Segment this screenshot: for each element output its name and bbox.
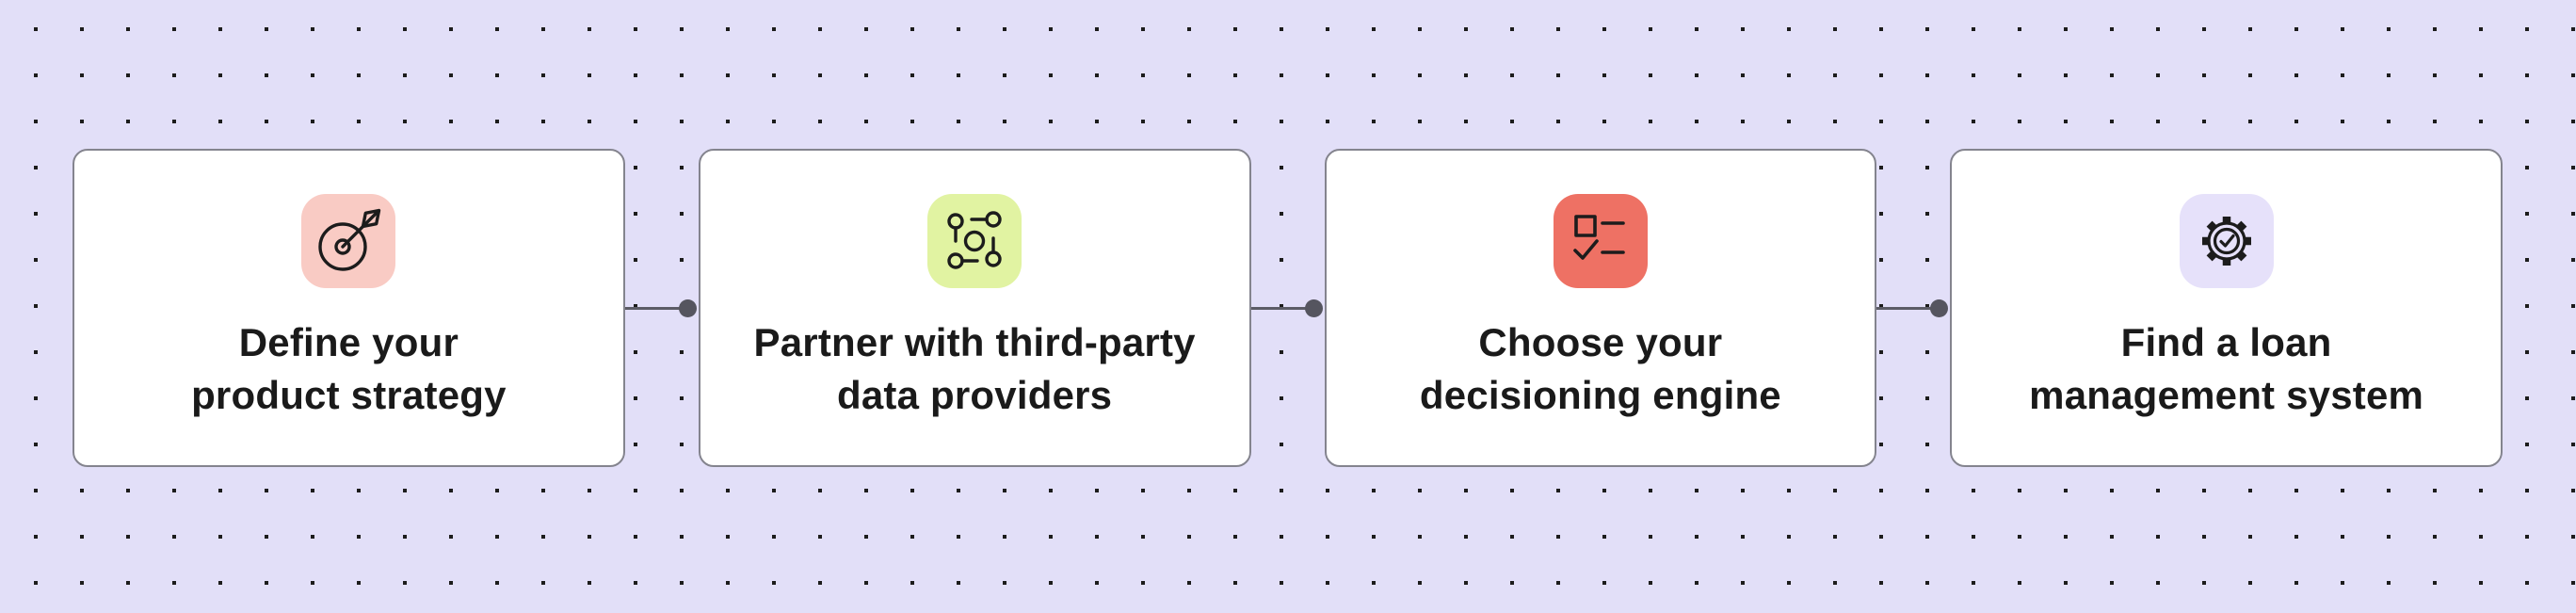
step-title-line: data providers xyxy=(837,373,1113,417)
step-title-line: Find a loan xyxy=(2120,320,2332,364)
step-card-product-strategy[interactable]: Define your product strategy xyxy=(72,149,625,467)
icon-tile xyxy=(2179,194,2274,288)
steps-row: Define your product strategy xyxy=(72,149,2503,467)
connector xyxy=(1250,296,1325,320)
step-card-data-providers[interactable]: Partner with third-party data providers xyxy=(698,149,1251,467)
connector-dot xyxy=(1304,298,1323,317)
step-title: Partner with third-party data providers xyxy=(754,316,1196,422)
checklist-icon xyxy=(1573,215,1625,260)
icon-tile xyxy=(301,194,396,288)
step-title-line: product strategy xyxy=(191,373,507,417)
step-title-line: Partner with third-party xyxy=(753,320,1196,364)
icon-tile xyxy=(1553,194,1648,288)
connector xyxy=(624,296,699,320)
step-title: Choose your decisioning engine xyxy=(1420,316,1781,422)
connector-line xyxy=(1876,306,1942,310)
connector-line xyxy=(1250,306,1316,310)
network-nodes-icon xyxy=(947,211,1002,269)
step-title-line: Define your xyxy=(238,320,459,364)
step-title-line: decisioning engine xyxy=(1419,373,1781,417)
connector-line xyxy=(624,306,690,310)
step-card-loan-management[interactable]: Find a loan management system xyxy=(1950,149,2503,467)
connector xyxy=(1876,296,1950,320)
step-title: Find a loan management system xyxy=(2029,316,2423,422)
target-arrow-icon xyxy=(318,208,381,271)
icon-tile xyxy=(927,194,1022,288)
step-title: Define your product strategy xyxy=(191,316,507,422)
step-title-line: Choose your xyxy=(1478,320,1723,364)
connector-dot xyxy=(678,298,697,317)
step-title-line: management system xyxy=(2029,373,2424,417)
connector-dot xyxy=(1930,298,1949,317)
gear-check-icon xyxy=(2201,217,2251,266)
step-card-decisioning-engine[interactable]: Choose your decisioning engine xyxy=(1324,149,1877,467)
